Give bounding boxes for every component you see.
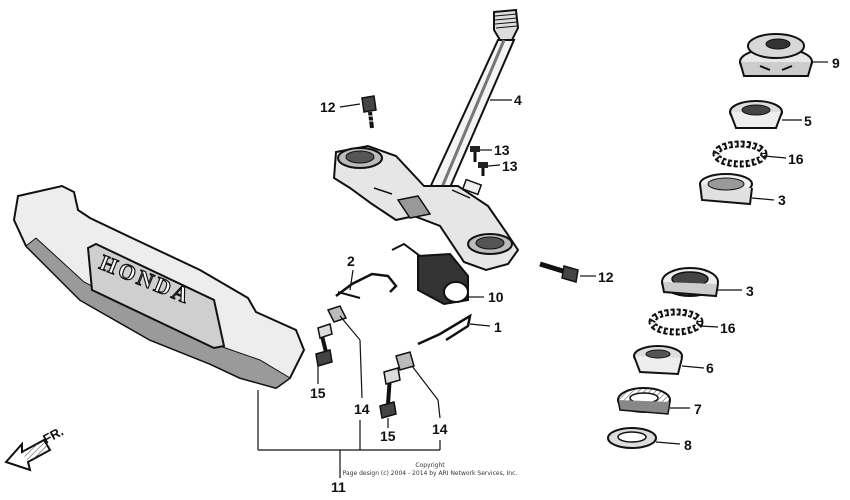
- part-3-cup-upper: [699, 173, 753, 206]
- part-8-washer: [607, 427, 657, 449]
- bolt-12-upper: [361, 95, 377, 129]
- callout-16-upper: 16: [788, 151, 804, 167]
- callout-15-right: 15: [380, 428, 396, 444]
- callout-15-left: 15: [310, 385, 326, 401]
- callout-3-lower: 3: [746, 283, 754, 299]
- holder-10: [391, 242, 469, 306]
- callout-11: 11: [331, 479, 346, 495]
- callout-14-left: 14: [354, 401, 370, 417]
- clip-2: [335, 272, 398, 299]
- callout-8: 8: [684, 437, 692, 453]
- screws-13: [470, 146, 488, 176]
- front-direction-arrow: FR.: [4, 424, 66, 472]
- callout-1: 1: [494, 319, 502, 335]
- callout-10: 10: [488, 289, 504, 305]
- callout-5: 5: [804, 113, 812, 129]
- callout-13-upper: 13: [494, 142, 510, 158]
- callout-6: 6: [706, 360, 714, 376]
- fasteners-left: [315, 305, 348, 367]
- fork-cover: HONDA: [12, 184, 306, 390]
- callout-3-upper: 3: [778, 192, 786, 208]
- callout-4: 4: [514, 92, 522, 108]
- copyright-notice: Copyright Page design (c) 2004 - 2014 by…: [300, 462, 560, 478]
- callout-12-right: 12: [598, 269, 614, 285]
- part-16-balls-lower: [648, 308, 704, 336]
- part-5-race: [729, 100, 783, 129]
- callout-16-lower: 16: [720, 320, 736, 336]
- callout-numbers: 12 4 13 13 9 5 16 3 2 12 3 10 1 16 6 15 …: [310, 55, 840, 495]
- callout-12-upper: 12: [320, 99, 336, 115]
- leader-lines: [257, 61, 828, 478]
- callout-14-right: 14: [432, 421, 448, 437]
- callout-2: 2: [347, 253, 355, 269]
- part-16-balls-upper: [712, 140, 768, 168]
- part-7-seal: [617, 387, 671, 415]
- part-6-race: [633, 345, 683, 376]
- bolt-12-right: [539, 261, 579, 283]
- callout-9: 9: [832, 55, 840, 71]
- callout-13-lower: 13: [502, 158, 518, 174]
- fasteners-right: [379, 351, 415, 419]
- bottom-bridge: [332, 144, 520, 272]
- callout-7: 7: [694, 401, 702, 417]
- copyright-line-2: Page design (c) 2004 - 2014 by ARI Netwo…: [342, 470, 518, 477]
- part-3-cup-lower: [661, 267, 719, 298]
- copyright-line-1: Copyright: [415, 462, 445, 469]
- part-9-nut: [739, 33, 813, 77]
- clip-1: [417, 313, 472, 346]
